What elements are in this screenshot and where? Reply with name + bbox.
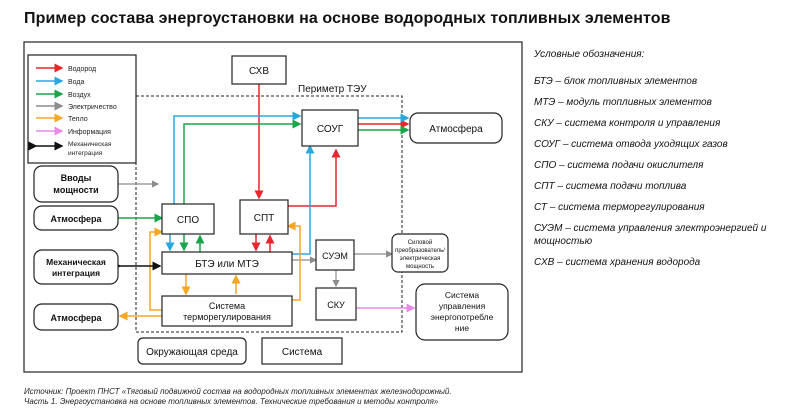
box-energy-consumer: Система управления энергопотребле ние bbox=[415, 283, 509, 341]
legend-label-air: Воздух bbox=[68, 92, 91, 99]
box-soug: СОУГ bbox=[301, 109, 359, 147]
box-thermo-label-2: терморегулирования bbox=[183, 312, 271, 322]
box-bte-label: БТЭ или МТЭ bbox=[195, 259, 259, 270]
legend-label-hydrogen: Водород bbox=[68, 66, 96, 73]
box-soug-label: СОУГ bbox=[317, 124, 344, 135]
box-power-inputs: Вводы мощности bbox=[33, 165, 119, 203]
box-atmosphere-top: Атмосфера bbox=[409, 112, 503, 144]
box-chv-label: СХВ bbox=[249, 66, 269, 77]
air-spo-to-soug bbox=[183, 119, 302, 204]
water-spo-to-soug bbox=[173, 111, 302, 204]
legend-label-mechanical-2: интеграция bbox=[68, 150, 103, 157]
definition-item: БТЭ – блок топливных элементов bbox=[534, 76, 698, 87]
definition-item: МТЭ – модуль топливных элементов bbox=[534, 97, 712, 108]
box-consumer-label-4: ние bbox=[455, 323, 469, 333]
box-atmosphere-left: Атмосфера bbox=[33, 205, 119, 231]
heat-thermo-to-spt bbox=[286, 221, 301, 301]
box-thermoregulation: Система терморегулирования bbox=[161, 295, 293, 327]
box-chv: СХВ bbox=[231, 55, 287, 85]
box-atmosphere-left-label: Атмосфера bbox=[51, 214, 103, 224]
box-thermo-label-1: Система bbox=[209, 301, 245, 311]
legend-box: Водород Вода Воздух Электричество Тепло … bbox=[27, 54, 137, 164]
definitions-heading: Условные обозначения: bbox=[534, 49, 645, 60]
box-power-converter-label-4: мощность bbox=[406, 264, 434, 270]
box-mechanical-integration: Механическая интеграция bbox=[33, 249, 119, 285]
box-spt: СПТ bbox=[239, 199, 289, 235]
box-mechanical-label-1: Механическая bbox=[46, 257, 106, 267]
definition-item: СУЭМ – система управления электроэнергие… bbox=[534, 223, 767, 247]
h2-spt-to-soug bbox=[286, 148, 341, 207]
perimeter-boundary bbox=[135, 95, 403, 333]
box-atmosphere-bottom: Атмосфера bbox=[33, 303, 119, 331]
definition-item: СОУГ – система отвода уходящих газов bbox=[534, 139, 728, 150]
box-spo-label: СПО bbox=[177, 215, 199, 226]
box-power-converter-label-1: Силовой bbox=[408, 239, 432, 246]
box-spt-label: СПТ bbox=[254, 213, 275, 224]
legend-label-heat: Тепло bbox=[68, 116, 88, 123]
legend-label-information: Информация bbox=[68, 129, 111, 136]
box-environment: Окружающая среда bbox=[137, 337, 247, 365]
box-atmosphere-top-label: Атмосфера bbox=[429, 123, 483, 135]
box-sku-label: СКУ bbox=[327, 300, 345, 310]
box-power-inputs-label-1: Вводы bbox=[61, 173, 92, 183]
definition-item: СТ – система терморегулирования bbox=[534, 202, 705, 213]
definition-item: СПТ – система подачи топлива bbox=[534, 181, 687, 192]
box-system-label: Система bbox=[282, 347, 323, 358]
water-bte-to-soug bbox=[292, 144, 315, 255]
box-suem: СУЭМ bbox=[315, 239, 355, 271]
box-environment-label: Окружающая среда bbox=[146, 347, 238, 358]
source-line-2: Часть 1. Энергоустановка на основе топли… bbox=[24, 397, 439, 406]
definition-item: СПО – система подачи окислителя bbox=[534, 160, 704, 171]
definition-item: СХВ – система хранения водорода bbox=[534, 257, 701, 268]
box-suem-label: СУЭМ bbox=[322, 251, 348, 261]
box-atmosphere-bottom-label: Атмосфера bbox=[51, 313, 103, 323]
box-power-converter: Силовой преобразователь/ электрическая м… bbox=[391, 233, 449, 273]
legend-label-mechanical: Механическая bbox=[68, 141, 112, 148]
definitions-list: Условные обозначения: БТЭ – блок топливн… bbox=[534, 48, 790, 277]
box-mechanical-label-2: интеграция bbox=[52, 268, 100, 278]
box-consumer-label-2: управления bbox=[439, 301, 486, 311]
box-power-inputs-label-2: мощности bbox=[53, 185, 98, 195]
source-line-1: Источник: Проект ПНСТ «Тяговый подвижной… bbox=[24, 387, 452, 396]
perimeter-label: Периметр ТЭУ bbox=[298, 84, 367, 95]
definition-item: СКУ – система контроля и управления bbox=[534, 118, 721, 129]
box-bte: БТЭ или МТЭ bbox=[161, 251, 293, 275]
diagram-frame bbox=[23, 41, 523, 373]
box-spo: СПО bbox=[161, 203, 215, 235]
box-consumer-label-1: Система bbox=[445, 290, 480, 300]
legend-label-electricity: Электричество bbox=[68, 104, 117, 111]
box-power-converter-label-2: преобразователь/ bbox=[395, 248, 445, 254]
box-power-converter-label-3: электрическая bbox=[400, 256, 441, 262]
page-title: Пример состава энергоустановки на основе… bbox=[24, 10, 671, 27]
source-note: Источник: Проект ПНСТ «Тяговый подвижной… bbox=[24, 387, 584, 407]
box-consumer-label-3: энергопотребле bbox=[431, 312, 494, 322]
box-sku: СКУ bbox=[315, 287, 357, 321]
legend-label-water: Вода bbox=[68, 79, 84, 86]
heat-thermo-to-spo bbox=[149, 227, 164, 311]
box-system: Система bbox=[261, 337, 343, 365]
